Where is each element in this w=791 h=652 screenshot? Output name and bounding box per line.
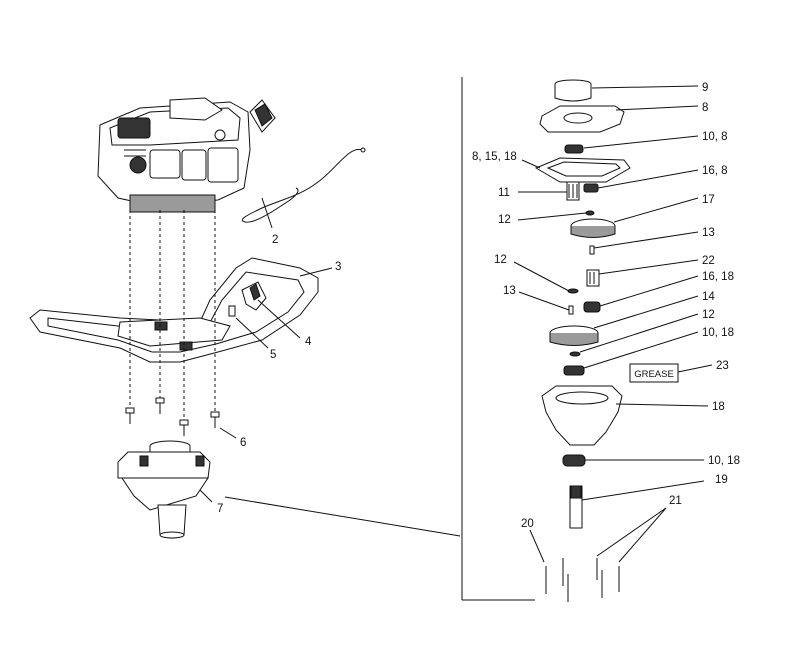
callout-20: 20 [521,518,534,530]
callout-6: 6 [240,437,246,449]
callout-9: 9 [702,82,708,94]
callout-14: 14 [702,291,715,303]
callout-2: 2 [272,234,278,246]
part-13-pin-b [568,305,574,315]
part-9-cap [554,79,592,102]
callout-21: 21 [669,495,682,507]
callout-13-a: 13 [702,227,715,239]
callout-8-15-18: 8, 15, 18 [472,151,517,163]
gasket [534,157,631,183]
part-20-bolts [545,558,569,602]
part-16-bearing-b [583,301,601,313]
part-14-gear [549,325,599,346]
callout-10-8: 10, 8 [702,131,728,143]
part-18-housing [541,385,623,446]
callout-7: 7 [217,503,223,515]
part-12-washer-a [585,210,595,216]
handle-frame [29,257,319,363]
callout-4: 4 [305,336,312,348]
part-19-shaft [569,485,583,529]
part-21-bolts [596,558,620,598]
callout-13-b: 13 [503,285,516,297]
callout-12-a: 12 [498,214,511,226]
callout-22: 22 [702,255,715,267]
callout-3: 3 [335,261,341,273]
detail-bracket [461,77,535,601]
part-12-washer-c [569,351,581,357]
trigger-screw [228,305,236,317]
grease-box: GREASE [629,363,679,383]
part-22-pinion [586,269,600,287]
part-17-gear [570,218,616,238]
gear-case-assembly [117,440,211,539]
callout-16-18: 16, 18 [702,271,734,283]
callout-10-18-a: 10, 18 [702,327,734,339]
grease-label: GREASE [634,369,674,380]
part-8-cover-plate [539,105,625,133]
callout-11: 11 [498,187,510,199]
callout-23: 23 [716,360,729,372]
left-leaders [199,197,461,537]
callout-12-c: 12 [702,309,715,321]
callout-17: 17 [702,194,715,206]
mounting-bolts [125,397,220,436]
callout-labels: 2 3 4 5 6 7 9 8 10, 8 8, 15, 18 16, 8 11… [217,82,740,530]
alignment-lines [129,210,216,420]
throttle-cable [241,147,366,223]
part-11-pinion [566,181,580,201]
callout-12-b: 12 [494,254,507,266]
right-leaders [513,85,713,563]
callout-8: 8 [702,102,708,114]
part-13-pin-a [589,245,595,255]
part-12-washer-b [567,288,579,294]
callout-19: 19 [715,474,728,486]
callout-10-18-b: 10, 18 [708,455,740,467]
callout-5: 5 [270,349,276,361]
part-10-bearing-bottom [562,454,586,467]
throttle-trigger [241,281,267,311]
engine-assembly [97,97,276,213]
callout-18: 18 [712,401,725,413]
part-10-bearing-mid [563,365,585,376]
part-16-bearing [583,183,599,193]
callout-16-8: 16, 8 [702,165,728,177]
part-10-bearing-top [564,144,584,154]
